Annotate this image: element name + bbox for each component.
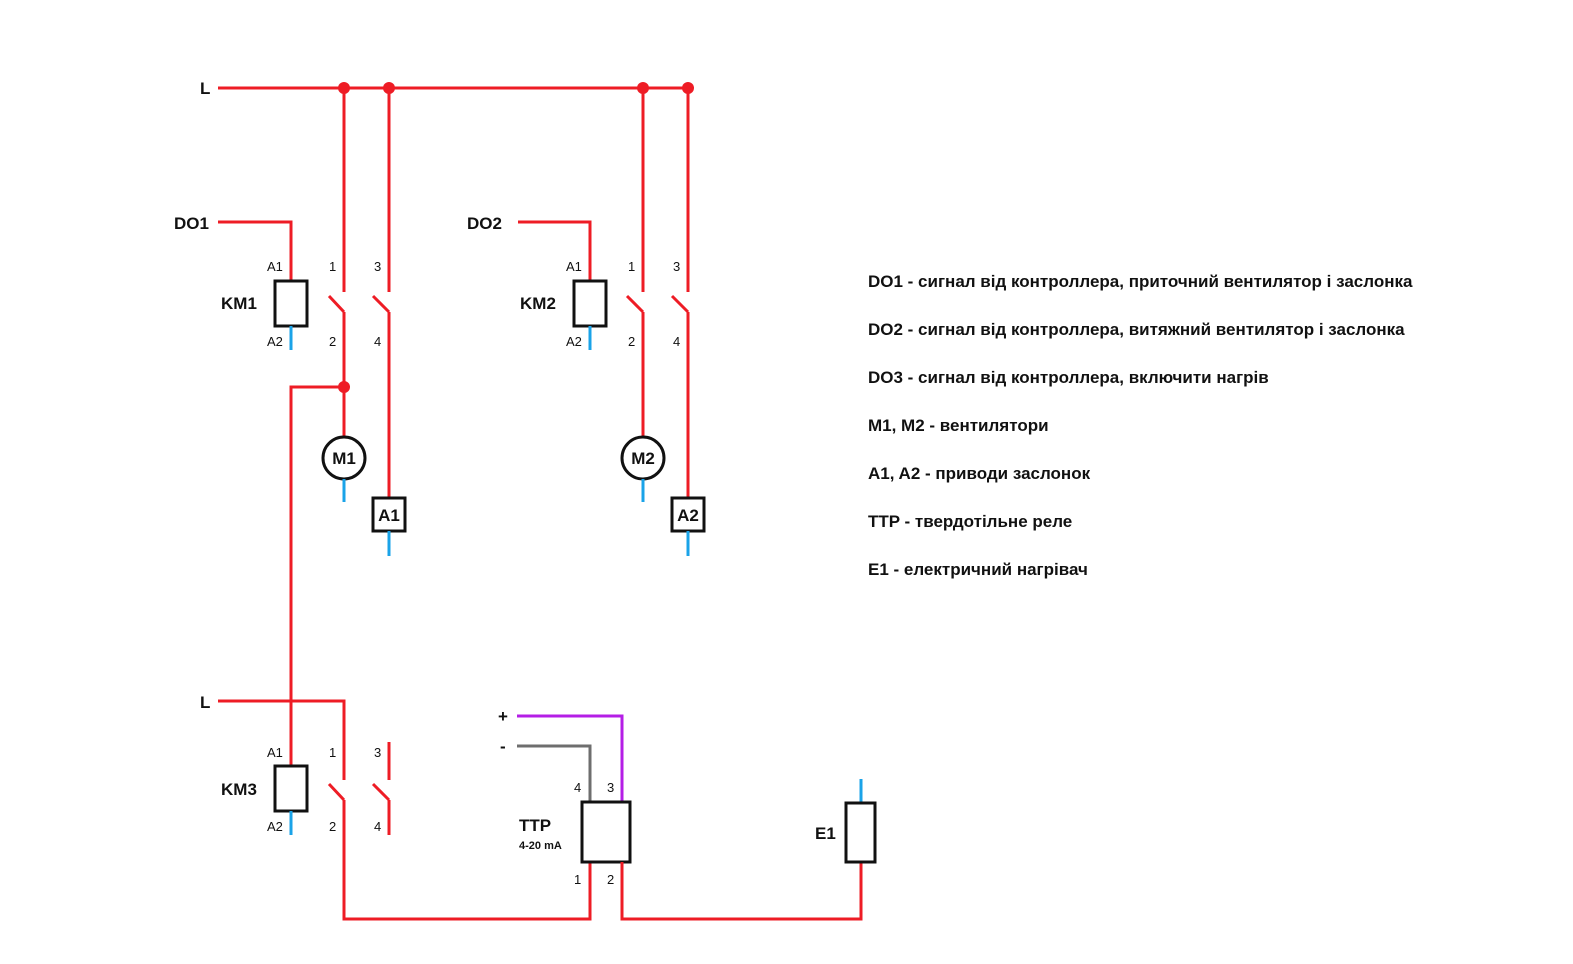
- pin-2-label: 2: [628, 334, 635, 349]
- pin-4-label: 4: [374, 819, 381, 834]
- pin-1-label: 1: [628, 259, 635, 274]
- pin-3-label: 3: [374, 745, 381, 760]
- do1-label: DO1: [174, 214, 209, 233]
- m1-label: M1: [332, 449, 356, 468]
- ttp-label: TTP: [519, 816, 551, 835]
- pin-1-label: 1: [329, 259, 336, 274]
- km1-label: KM1: [221, 294, 257, 313]
- minus-label: -: [500, 737, 506, 756]
- actuator-a1: [371, 496, 407, 533]
- pin-4-label: 4: [374, 334, 381, 349]
- legend: DO1 - сигнал від контроллера, приточний …: [868, 272, 1413, 579]
- km2-group: DO2 A1 KM2 A2 1 2 3 4 M2 A2: [467, 88, 706, 556]
- ttp-relay: [580, 800, 632, 864]
- pin-a2-label: A2: [267, 819, 283, 834]
- pin-4-label: 4: [673, 334, 680, 349]
- legend-item: A1, A2 - приводи заслонок: [868, 464, 1091, 483]
- km1-coil: [273, 279, 309, 328]
- legend-item: M1, M2 - вентилятори: [868, 416, 1049, 435]
- pin-2-label: 2: [329, 819, 336, 834]
- km3-label: KM3: [221, 780, 257, 799]
- pin-a2-label: A2: [267, 334, 283, 349]
- a1-box-label: A1: [378, 506, 400, 525]
- legend-item: DO2 - сигнал від контроллера, витяжний в…: [868, 320, 1405, 339]
- pin-1-label: 1: [574, 872, 581, 887]
- do2-label: DO2: [467, 214, 502, 233]
- legend-item: TTP - твердотільне реле: [868, 512, 1072, 531]
- l-bus-top: L: [200, 79, 694, 98]
- km1-group: DO1 A1 KM1 A2 1 2 3 4 M1 A1: [174, 88, 407, 556]
- pin-4-label: 4: [574, 780, 581, 795]
- pin-a1-label: A1: [267, 259, 283, 274]
- pin-3-label: 3: [673, 259, 680, 274]
- l-label-top: L: [200, 79, 210, 98]
- legend-item: DO3 - сигнал від контроллера, включити н…: [868, 368, 1269, 387]
- legend-item: DO1 - сигнал від контроллера, приточний …: [868, 272, 1413, 291]
- km2-label: KM2: [520, 294, 556, 313]
- heater-e1: [844, 801, 877, 864]
- km3-coil: [273, 764, 309, 813]
- e1-label: E1: [815, 824, 836, 843]
- pin-3-label: 3: [374, 259, 381, 274]
- plus-label: +: [498, 707, 508, 726]
- km3-group: L A1 KM3 A2 1 2 3 4 + - 4 3 TTP 4-20 mA …: [200, 385, 877, 921]
- l-label-bottom: L: [200, 693, 210, 712]
- pin-a1-label: A1: [566, 259, 582, 274]
- ttp-range-label: 4-20 mA: [519, 840, 562, 852]
- pin-1-label: 1: [329, 745, 336, 760]
- pin-3-label: 3: [607, 780, 614, 795]
- km2-coil: [572, 279, 608, 328]
- pin-a2-label: A2: [566, 334, 582, 349]
- pin-2-label: 2: [329, 334, 336, 349]
- a2-box-label: A2: [677, 506, 699, 525]
- pin-a1-label: A1: [267, 745, 283, 760]
- m2-label: M2: [631, 449, 655, 468]
- legend-item: E1 - електричний нагрівач: [868, 560, 1088, 579]
- pin-2-label: 2: [607, 872, 614, 887]
